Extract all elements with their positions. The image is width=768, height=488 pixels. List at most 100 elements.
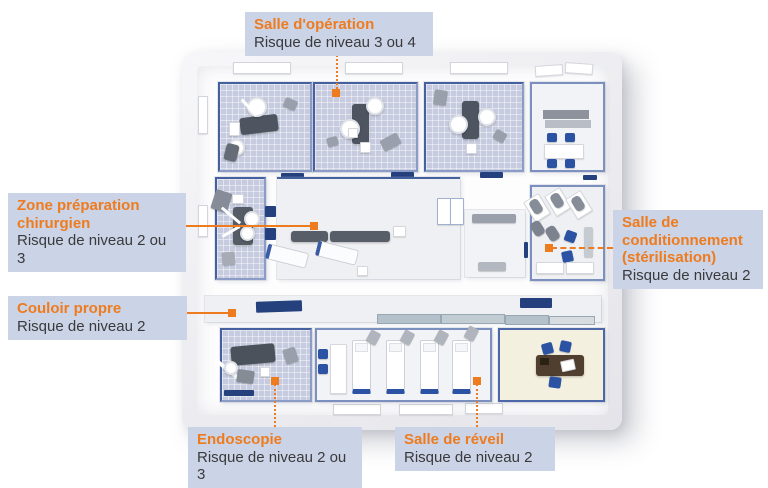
shelf-icon [536, 262, 564, 274]
cabinet-icon [478, 262, 506, 271]
door-mat [480, 172, 503, 178]
risk-level: Risque de niveau 3 ou 4 [254, 33, 416, 51]
shelf-icon [543, 110, 589, 119]
bed-icon [452, 340, 471, 394]
counter-icon [330, 231, 390, 242]
surgical-light-icon [366, 97, 384, 115]
pillow-icon [455, 343, 468, 352]
shelf-icon [566, 262, 594, 274]
risk-level: Risque de niveau 2 ou 3 [17, 232, 167, 267]
desk-item-icon [540, 358, 549, 365]
callout-salle-operation: Salle d'opération Risque de niveau 3 ou … [245, 12, 433, 57]
shelf-icon [472, 214, 516, 223]
risk-level: Risque de niveau 2 [404, 448, 533, 466]
cabinet-icon [437, 198, 451, 225]
window [399, 404, 453, 415]
room-salle-operation-3 [424, 82, 524, 172]
surgical-light-icon [478, 108, 496, 126]
callout-conditionnement: Salle de conditionnement (stérilisation)… [613, 210, 763, 290]
nurse-desk-icon [330, 344, 347, 394]
callout-title: Salle de réveil [404, 431, 546, 449]
window [465, 403, 503, 414]
risk-level: Risque de niveau 2 [17, 317, 146, 335]
bed-icon [420, 340, 439, 394]
window [534, 64, 564, 77]
surgical-light-icon [224, 361, 238, 375]
callout-title: Zone préparation chirurgien [17, 197, 177, 232]
chair-icon [547, 133, 557, 142]
callout-title: Salle d'opération [254, 16, 424, 34]
pillow-icon [355, 343, 368, 352]
leader-dot-reveil [473, 377, 481, 385]
bed-icon [352, 340, 371, 394]
title-line: Couloir propre [17, 300, 122, 317]
leader-dot-couloir [228, 309, 236, 317]
window [564, 62, 594, 75]
window [333, 404, 381, 415]
window [233, 62, 291, 74]
chair-icon [565, 133, 575, 142]
door-mat [281, 173, 304, 179]
bed-icon [386, 340, 405, 394]
title-line: conditionnement [622, 231, 743, 249]
window [345, 62, 403, 74]
window [198, 96, 208, 134]
surgical-light-icon [240, 226, 255, 241]
corridor-central [277, 177, 460, 279]
door-mat [583, 175, 597, 180]
leader-dot-endoscopie [271, 377, 279, 385]
leader-line-endoscopie [274, 384, 276, 427]
equipment-cart-icon [393, 226, 406, 237]
window [198, 205, 208, 237]
equipment-cart-icon [221, 251, 236, 266]
equipment-cart-icon [360, 142, 371, 153]
chair-icon [318, 364, 328, 374]
leader-dot-conditionnement [545, 244, 553, 252]
exam-table-icon [230, 343, 276, 366]
shelf-icon [584, 227, 593, 257]
leader-line-operation [336, 52, 338, 92]
chair-icon [565, 159, 575, 168]
title-line: Endoscopie [197, 431, 283, 448]
glass-door [505, 315, 549, 325]
endoscope-unit-icon [236, 368, 255, 385]
risk-level: Risque de niveau 2 ou 3 [197, 448, 347, 484]
title-line: Salle de réveil [404, 431, 505, 448]
pillow-icon [423, 343, 436, 352]
callout-couloir-propre: Couloir propre Risque de niveau 2 [8, 296, 187, 341]
equipment-cart-icon [348, 128, 358, 138]
title-line: Salle d'opération [254, 16, 375, 33]
leader-dot-operation [332, 89, 340, 97]
callout-endoscopie: Endoscopie Risque de niveau 2 ou 3 [188, 427, 362, 488]
counter-icon [291, 231, 328, 242]
surgical-light-icon [449, 115, 468, 134]
title-line: chirurgien [17, 214, 91, 232]
chair-icon [318, 349, 328, 359]
leader-line-reveil [476, 384, 478, 427]
title-line: Zone préparation [17, 197, 140, 214]
callout-zone-preparation: Zone préparation chirurgien Risque de ni… [8, 193, 186, 273]
glass-door [441, 314, 505, 324]
shelf-icon [545, 120, 591, 128]
callout-title: Couloir propre [17, 300, 178, 318]
leader-line-preparation [186, 225, 312, 227]
callout-title: Endoscopie [197, 431, 353, 449]
pillow-icon [389, 343, 402, 352]
equipment-cart-icon [229, 122, 240, 136]
scrub-sink-icon [232, 194, 244, 204]
leader-dot-preparation [310, 222, 318, 230]
cabinet-icon [450, 198, 464, 225]
callout-salle-reveil: Salle de réveil Risque de niveau 2 [395, 427, 555, 472]
table-icon [544, 144, 584, 159]
equipment-cart-icon [433, 89, 448, 106]
title-line: Salle de [622, 214, 679, 231]
leader-line-couloir [187, 312, 230, 314]
leader-line-conditionnement [551, 247, 613, 249]
chair-icon [547, 159, 557, 168]
door-mat [391, 172, 414, 178]
door-frame [265, 228, 276, 240]
door-frame [524, 242, 528, 258]
door-mat [520, 298, 552, 308]
glass-door [549, 316, 595, 325]
